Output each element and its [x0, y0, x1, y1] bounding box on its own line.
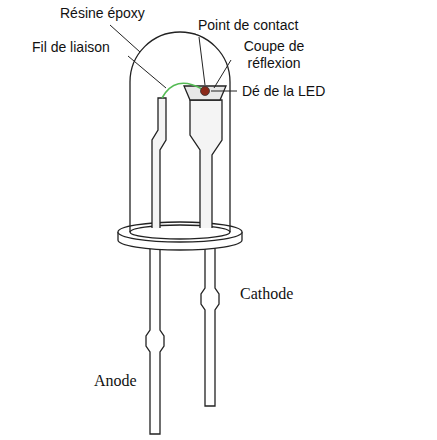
part-label: Dé de la LED — [240, 83, 327, 100]
anode-leg — [146, 245, 164, 434]
anode-post — [152, 98, 166, 228]
flange-top — [118, 222, 242, 242]
part-label: Fil de liaison — [30, 39, 112, 56]
cathode-leg — [201, 245, 219, 406]
leader-line — [211, 91, 237, 92]
part-label: Résine époxy — [58, 5, 147, 22]
part-label: Point de contact — [196, 17, 300, 34]
led-die — [201, 87, 210, 96]
reflector-cup — [184, 86, 226, 100]
bond-wire — [162, 83, 202, 98]
part-label: Anode — [92, 372, 139, 390]
part-label: Coupe de réflexion — [233, 38, 315, 72]
leader-line — [199, 37, 205, 85]
epoxy-body — [130, 32, 230, 232]
part-label: Cathode — [238, 285, 295, 303]
leader-line — [128, 56, 166, 88]
leader-line — [214, 60, 231, 88]
body-base — [130, 225, 230, 239]
leader-line — [110, 25, 140, 52]
cathode-frame — [190, 100, 222, 228]
